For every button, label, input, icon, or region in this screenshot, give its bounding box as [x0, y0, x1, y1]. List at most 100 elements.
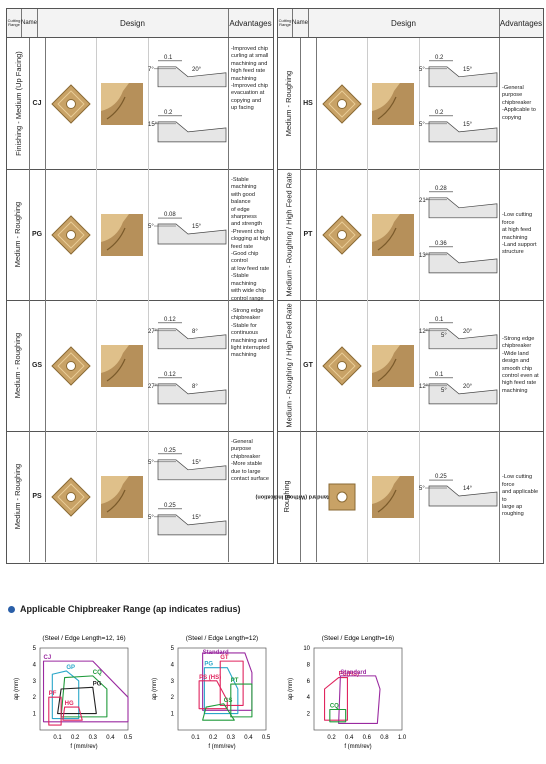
y-tick-label: 8: [307, 662, 311, 668]
rake-angle-value: 21°: [419, 198, 429, 204]
series-region-hg: [62, 706, 83, 721]
edge-profile-diagram: 0.255°14°: [419, 474, 498, 507]
y-axis-label: ap (mm): [14, 678, 20, 700]
advantage-line: contact surface: [231, 476, 269, 483]
series-label: PG: [93, 681, 102, 687]
cutting-range-label: Medium - Roughing: [284, 70, 294, 137]
breaker-angle-value: 15°: [463, 122, 473, 128]
x-tick-label: 0.2: [71, 735, 80, 741]
advantage-line: smooth chip: [502, 365, 533, 372]
advantage-line: and strength: [231, 221, 263, 228]
rake-angle-value: 5°: [419, 486, 425, 492]
x-tick-label: 0.5: [262, 735, 271, 741]
header-name: Name: [292, 9, 309, 37]
x-tick-label: 0.3: [89, 735, 98, 741]
series-region-cj: [42, 660, 129, 723]
advantage-line: design and: [502, 358, 530, 365]
advantage-line: -Strong edge: [231, 308, 264, 314]
land-width-value: 0.2: [435, 110, 444, 116]
rake-angle-value: 15°: [148, 122, 158, 128]
advantage-line: -Prevent chip: [231, 228, 264, 235]
closeup-cell: [367, 169, 420, 300]
series-label: CQ: [93, 670, 102, 676]
insert-cell: [45, 300, 97, 431]
chart-title: (Steel / Edge Length=16): [322, 635, 394, 642]
advantage-line: -Stable machining: [231, 273, 257, 287]
y-tick-label: 4: [171, 662, 175, 668]
insert-cell: [45, 38, 97, 169]
y-tick-label: 2: [33, 695, 37, 701]
chipbreaker-name: PS: [29, 431, 46, 562]
header-cutting-range: Cutting Range: [7, 9, 22, 37]
advantage-line: machining and: [231, 337, 268, 344]
land-width-value: 0.2: [435, 55, 444, 61]
edge-closeup-image: [372, 213, 414, 256]
chipbreaker-table-left: Cutting Range Name Design Advantages Fin…: [6, 8, 274, 564]
y-tick-label: 10: [303, 646, 310, 652]
breaker-angle-value: 20°: [463, 329, 473, 335]
advantage-line: chipbreaker: [502, 99, 532, 106]
advantage-line: large ap roughing: [502, 503, 524, 518]
chipbreaker-name: PG: [29, 169, 46, 300]
series-region-ps-hs-: [198, 680, 228, 710]
x-tick-label: 0.1: [191, 735, 200, 741]
series-region-pg: [203, 667, 239, 715]
series-region-pt: [230, 683, 253, 718]
edge-profile-diagram: 0.112°20°5°0.112°20°5°: [419, 317, 498, 405]
x-axis-label: f (mm/rev): [208, 744, 235, 750]
series-label: GP: [66, 665, 75, 671]
insert-cell: [45, 431, 97, 562]
insert-icon: [50, 345, 91, 386]
advantage-line: feed rate: [231, 243, 254, 250]
land-width-value: 0.25: [435, 474, 447, 480]
land-width-value: 0.2: [164, 110, 173, 116]
rake-angle-value: 7°: [148, 67, 154, 73]
advantage-line: -Low cutting force: [502, 212, 533, 226]
advantage-line: machining: [231, 352, 257, 359]
series-region-ps-hs-: [324, 676, 348, 721]
rake-angle-value: 27°: [148, 329, 158, 335]
insert-cell: [316, 38, 368, 169]
series-region-pf: [48, 696, 62, 726]
chipbreaker-name: GT: [300, 300, 317, 431]
edge-closeup-image: [101, 344, 143, 387]
series-region-cq: [329, 708, 347, 723]
cutting-range-cell: Medium - Roughing / High Feed Rate: [278, 300, 301, 431]
insert-icon: [321, 214, 362, 255]
series-region-gp: [51, 670, 80, 720]
y-tick-label: 3: [171, 679, 175, 685]
y-tick-label: 2: [307, 712, 311, 718]
header-name: Name: [21, 9, 38, 37]
y-tick-label: 2: [171, 695, 175, 701]
edge-profile-diagram: 0.085°15°: [148, 212, 227, 245]
advantage-line: -General: [231, 439, 253, 445]
advantage-line: -Strong edge: [502, 335, 535, 342]
cutting-range-label: Medium - Roughing: [13, 201, 23, 268]
breaker-angle-value: 20°: [192, 67, 202, 73]
x-tick-label: 0.1: [53, 735, 62, 741]
series-label: Standard: [340, 670, 366, 676]
header-advantages: Advantages: [499, 18, 543, 28]
x-tick-label: 0.4: [345, 735, 354, 741]
closeup-cell: [96, 169, 149, 300]
bullet-dot-icon: [8, 605, 15, 613]
advantage-line: -Stable machining: [231, 177, 257, 191]
advantage-line: structure: [502, 249, 524, 256]
advantage-line: -Applicable to: [502, 107, 536, 114]
y-axis-label: ap (mm): [288, 678, 294, 700]
advantage-line: high feed rate: [231, 68, 266, 75]
rake-angle-value: 12°: [419, 329, 429, 335]
section-title: Applicable Chipbreaker Range (ap indicat…: [8, 604, 241, 614]
x-tick-label: 0.5: [124, 735, 133, 741]
land-width-value: 0.25: [164, 503, 176, 509]
cutting-range-label: Medium - Roughing: [13, 463, 23, 530]
cutting-range-cell: Medium - Roughing: [7, 169, 30, 300]
advantage-line: with good balance: [231, 191, 255, 206]
